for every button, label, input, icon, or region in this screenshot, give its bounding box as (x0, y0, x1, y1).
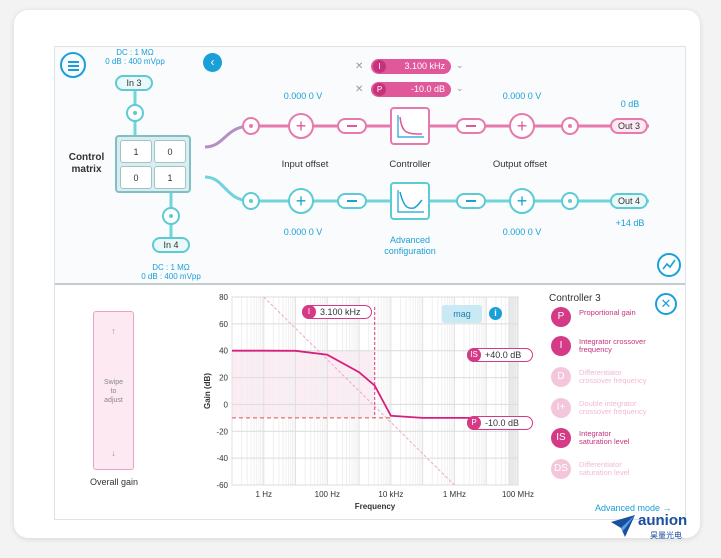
close-icon[interactable]: ✕ (655, 293, 677, 315)
in3-node[interactable] (126, 104, 144, 122)
y-tick-label: 40 (219, 347, 228, 356)
path2-invert-icon[interactable] (337, 193, 367, 209)
chart-toggle-icon[interactable] (657, 253, 681, 277)
path2-input-offset-add-icon[interactable]: + (288, 188, 314, 214)
remove-param-i-icon[interactable]: ✕ (355, 61, 364, 72)
y-tick-label: 80 (219, 293, 228, 302)
path1-input-offset-add-icon[interactable]: + (288, 113, 314, 139)
path1-invert-icon[interactable] (337, 118, 367, 134)
legend-badge: I (551, 336, 571, 356)
integrator-region (232, 350, 375, 418)
path2-output-offset-value: 0.000 0 V (502, 227, 542, 237)
matrix-cell-12[interactable]: 0 (154, 140, 186, 163)
out3-gain: 0 dB (620, 99, 640, 109)
matrix-cell-22[interactable]: 1 (154, 166, 186, 189)
legend-badge: D (551, 367, 571, 387)
y-axis-label: Gain (dB) (203, 373, 212, 409)
in4-node[interactable] (162, 207, 180, 225)
controller-title: Controller 3 (549, 293, 601, 304)
x-tick-label: 1 MHz (443, 490, 466, 499)
out4-button[interactable]: Out 4 (610, 193, 648, 209)
arrow-up-icon: ↑ (111, 326, 116, 336)
out4-gain: +14 dB (615, 218, 645, 228)
path2-invert-out-icon[interactable] (456, 193, 486, 209)
panel-divider (55, 283, 685, 285)
y-tick-label: -40 (216, 454, 228, 463)
bode-plot[interactable]: 80 60 40 20 0 -20 -40 -60 1 Hz 100 Hz 10 kHz 1 MHz 1… (155, 291, 535, 515)
marker-p-tag[interactable]: P-10.0 dB (467, 416, 533, 430)
mag-button[interactable]: mag (442, 305, 482, 323)
chevron-down-icon[interactable]: ⌄ (456, 60, 464, 70)
param-p-pill[interactable]: P-10.0 dB (371, 82, 451, 97)
remove-param-p-icon[interactable]: ✕ (355, 84, 364, 95)
path2-input-offset-value: 0.000 0 V (283, 227, 323, 237)
x-axis-label: Frequency (355, 502, 396, 511)
path1-invert-out-icon[interactable] (456, 118, 486, 134)
input-offset-label: Input offset (281, 159, 329, 170)
legend-badge: P (551, 307, 571, 327)
menu-icon[interactable] (60, 52, 86, 78)
legend-badge: I+ (551, 398, 571, 418)
path1-out-node[interactable] (561, 117, 579, 135)
in4-button[interactable]: In 4 (152, 237, 190, 253)
path1-controller-icon[interactable] (390, 107, 430, 145)
matrix-cell-11[interactable]: 1 (120, 140, 152, 163)
info-icon[interactable]: i (489, 307, 502, 320)
path2-out-node[interactable] (561, 192, 579, 210)
matrix-cell-21[interactable]: 0 (120, 166, 152, 189)
path2-output-offset-add-icon[interactable]: + (509, 188, 535, 214)
marker-is-tag[interactable]: IS+40.0 dB (467, 348, 533, 362)
x-tick-label: 10 kHz (378, 490, 403, 499)
y-tick-label: -60 (216, 481, 228, 490)
gain-curve (232, 349, 518, 419)
arrow-down-icon: ↓ (111, 448, 116, 458)
y-tick-label: 20 (219, 374, 228, 383)
y-tick-label: -20 (216, 427, 228, 436)
chevron-down-icon[interactable]: ⌄ (456, 83, 464, 93)
path2-node[interactable] (242, 192, 260, 210)
path1-output-offset-add-icon[interactable]: + (509, 113, 535, 139)
path1-node[interactable] (242, 117, 260, 135)
in3-button[interactable]: In 3 (115, 75, 153, 91)
path2-controller-icon[interactable] (390, 182, 430, 220)
overall-gain-label: Overall gain (89, 477, 139, 487)
legend-text: Proportional gain (579, 308, 636, 317)
path1-output-offset-value: 0.000 0 V (502, 91, 542, 101)
output-offset-label: Output offset (492, 159, 548, 170)
control-matrix: 1 0 0 1 (115, 135, 191, 193)
aunion-logo: aunion 昊量光电 (610, 512, 710, 542)
x-tick-label: 100 MHz (502, 490, 534, 499)
out3-button[interactable]: Out 3 (610, 118, 648, 134)
paper-plane-icon (611, 515, 635, 537)
back-icon[interactable]: ‹ (203, 53, 222, 72)
path1-input-offset-value: 0.000 0 V (283, 91, 323, 101)
y-tick-label: 60 (219, 320, 228, 329)
controller-label: Controller (389, 159, 431, 170)
y-tick-label: 0 (224, 400, 229, 409)
x-tick-label: 100 Hz (315, 490, 340, 499)
x-tick-label: 1 Hz (256, 490, 272, 499)
legend-badge: DS (551, 459, 571, 479)
legend-badge: IS (551, 428, 571, 448)
advanced-mode-link[interactable]: Advanced mode → (595, 503, 672, 513)
